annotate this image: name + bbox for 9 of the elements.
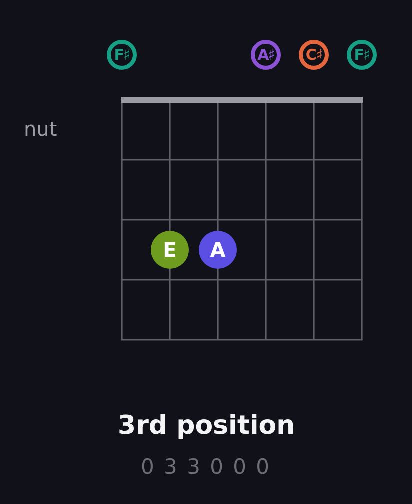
- open-string-marker: F♯: [107, 40, 137, 70]
- nut-label: nut: [24, 118, 58, 141]
- open-string-marker: F♯: [347, 40, 377, 70]
- chord-title: 3rd position: [118, 412, 296, 442]
- open-string-marker: C♯: [299, 40, 329, 70]
- finger-dot: A: [199, 231, 237, 269]
- open-string-marker: A♯: [251, 40, 281, 70]
- fingering-text: 0 3 3 0 0 0: [141, 455, 272, 480]
- finger-dot: E: [151, 231, 189, 269]
